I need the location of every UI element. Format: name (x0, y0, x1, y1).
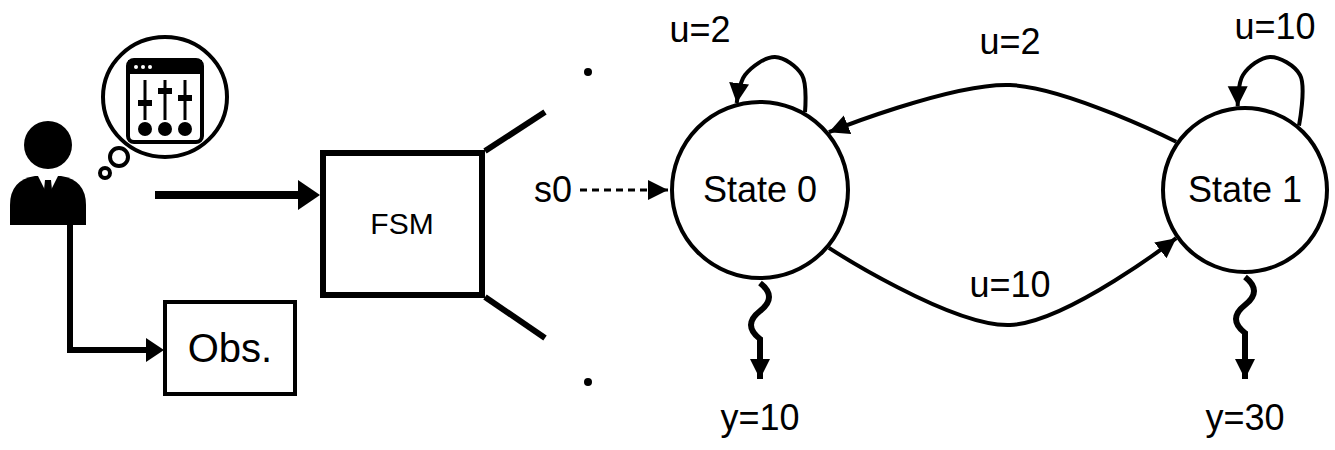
transition-label: u=2 (666, 9, 733, 50)
state-circle: State 0 (670, 100, 850, 280)
person-body (10, 176, 86, 225)
mixer-dot (134, 65, 138, 69)
observer-box: Obs. (163, 300, 297, 396)
state-outline (1163, 108, 1327, 272)
observe-arrow-head (146, 338, 164, 362)
mixer-knob (138, 100, 152, 106)
mixer-knob (158, 88, 172, 94)
zoom-line (485, 112, 545, 151)
state-outline (672, 102, 848, 278)
mixer-slider (164, 80, 167, 120)
zoom-dot (584, 378, 592, 386)
node-label: FSM (370, 207, 433, 242)
mixer-dot (148, 65, 152, 69)
mixer-dot (141, 65, 145, 69)
bubble-outline (103, 37, 227, 157)
mixer-knob (178, 95, 192, 101)
signal-label: y=10 (717, 397, 802, 438)
bubble-dot (100, 168, 110, 178)
transition-label: u=2 (976, 21, 1043, 62)
signal-label: y=30 (1202, 397, 1287, 438)
mixer-button (178, 122, 192, 136)
state-circle: State 1 (1161, 106, 1329, 274)
mixer-icon (128, 60, 202, 142)
transition-arrow (829, 85, 1176, 142)
mixer-titlebar (128, 60, 202, 74)
person-icon (10, 121, 86, 225)
node-label: Obs. (188, 325, 272, 371)
output-squiggle (751, 283, 769, 379)
transition-label: u=10 (966, 264, 1053, 305)
thought-bubble (100, 37, 227, 178)
observe-line (70, 218, 148, 350)
zoom-line (485, 297, 545, 338)
mixer-button (138, 122, 152, 136)
person-head (24, 121, 72, 169)
mixer-button (158, 122, 172, 136)
initial-state-arrow (580, 189, 668, 192)
output-squiggle (1236, 277, 1254, 379)
node-text-group: State 0 (703, 169, 817, 210)
node-label: State 1 (1188, 169, 1302, 210)
node-text-group: State 1 (1188, 169, 1302, 210)
mixer-window (128, 60, 202, 142)
node-label: State 0 (703, 169, 817, 210)
bubble-dot (110, 148, 128, 166)
zoom-dot (584, 68, 592, 76)
node-text-group: Obs. (188, 325, 272, 371)
transition-arrow (829, 238, 1176, 325)
input-arrow (155, 191, 300, 199)
person-tie (43, 180, 53, 206)
input-arrow-head (298, 180, 320, 210)
signal-label: s0 (531, 169, 575, 210)
node-text-group: FSM (370, 207, 433, 242)
fsm-box: FSM (320, 150, 485, 298)
transition-label: u=10 (1231, 6, 1318, 47)
